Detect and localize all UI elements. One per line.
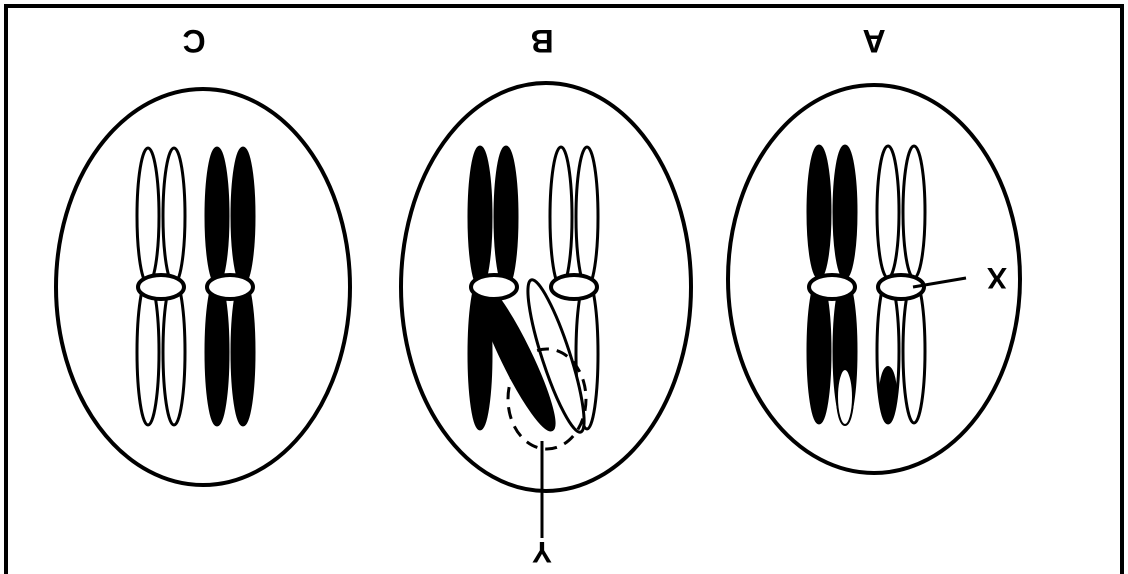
figure-frame [4, 4, 1124, 574]
black-chromosome-pair-b [467, 145, 556, 432]
white-chromosome-pair-c [135, 146, 187, 427]
crossing-chromatid [526, 278, 586, 434]
chromatid [204, 277, 230, 427]
x-pointer-line [912, 276, 967, 289]
exchanged-segment [879, 366, 897, 422]
chromatid [901, 144, 927, 280]
panel-a-label: A [862, 23, 885, 59]
white-chromosome-pair-a [875, 144, 927, 425]
centromere [549, 273, 599, 301]
y-label: Y [532, 535, 552, 568]
centromere [807, 273, 857, 301]
chromatid [230, 277, 256, 427]
cell-b [399, 81, 693, 493]
cell-c [54, 87, 352, 487]
x-label: X [987, 261, 1007, 294]
chromatid [135, 146, 161, 286]
panel-c-label: C [182, 23, 205, 59]
chiasma-highlight [506, 347, 588, 451]
chromatid [161, 146, 187, 286]
chromatid [467, 145, 493, 289]
black-chromosome-pair-a [806, 144, 858, 426]
white-chromosome-pair-b [526, 145, 600, 434]
chromatid [832, 144, 858, 280]
chromatid [806, 144, 832, 280]
chromatid [493, 145, 519, 289]
chromatid [204, 146, 230, 286]
centromere [136, 273, 186, 301]
panel-c: C [54, 23, 352, 487]
cell-a [726, 83, 1022, 475]
centromere [469, 273, 519, 301]
chromatid [875, 144, 901, 280]
rotated-figure: X A Y [54, 23, 1022, 568]
chromatid [574, 145, 600, 289]
black-chromosome-pair-c [204, 146, 256, 427]
panel-b-label: B [530, 23, 553, 59]
chromatid [135, 277, 161, 427]
panel-b: Y B [399, 23, 693, 568]
panel-a: X A [726, 23, 1022, 475]
centromere [876, 273, 926, 301]
chromatid [230, 146, 256, 286]
centromere [205, 273, 255, 301]
exchanged-segment [836, 368, 854, 426]
chromatid [161, 277, 187, 427]
chromatid [548, 145, 574, 289]
